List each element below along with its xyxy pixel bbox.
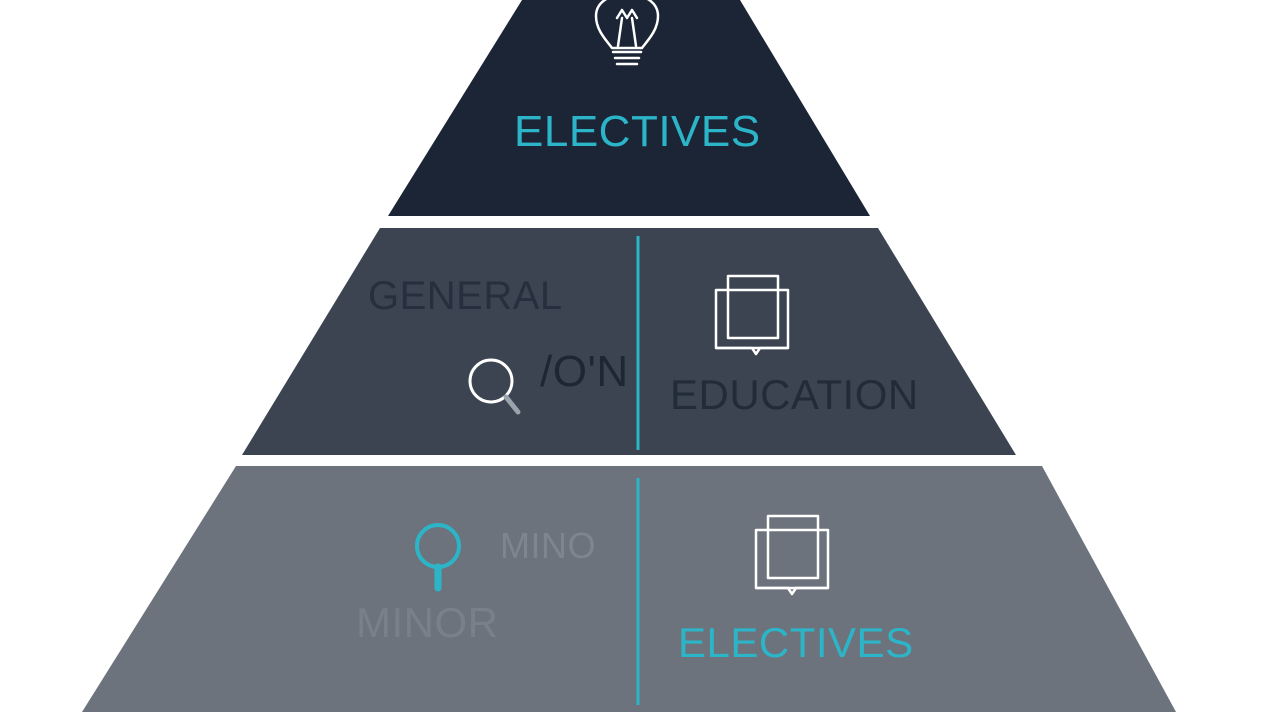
lightbulb-icon — [594, 0, 660, 66]
tier-bottom-left-fragment: MINO — [500, 525, 596, 566]
tier-top — [388, 0, 870, 216]
tier-top-title: ELECTIVES — [514, 107, 761, 156]
book-stack-icon — [714, 274, 790, 356]
tier-middle-right-label: EDUCATION — [670, 371, 919, 418]
book-stack-icon-bottom — [754, 514, 830, 596]
tier-bottom-left-label: MINOR — [356, 599, 499, 646]
tier-bottom-right-label: ELECTIVES — [678, 619, 914, 666]
tier-middle-left-label: GENERAL — [368, 274, 563, 318]
magnifier-icon — [468, 358, 521, 415]
tier-bottom — [82, 466, 1176, 712]
magnifier-icon-accent — [415, 523, 461, 592]
tier-middle — [242, 228, 1016, 455]
tier-middle-fragment-label: /O'N — [540, 347, 629, 396]
